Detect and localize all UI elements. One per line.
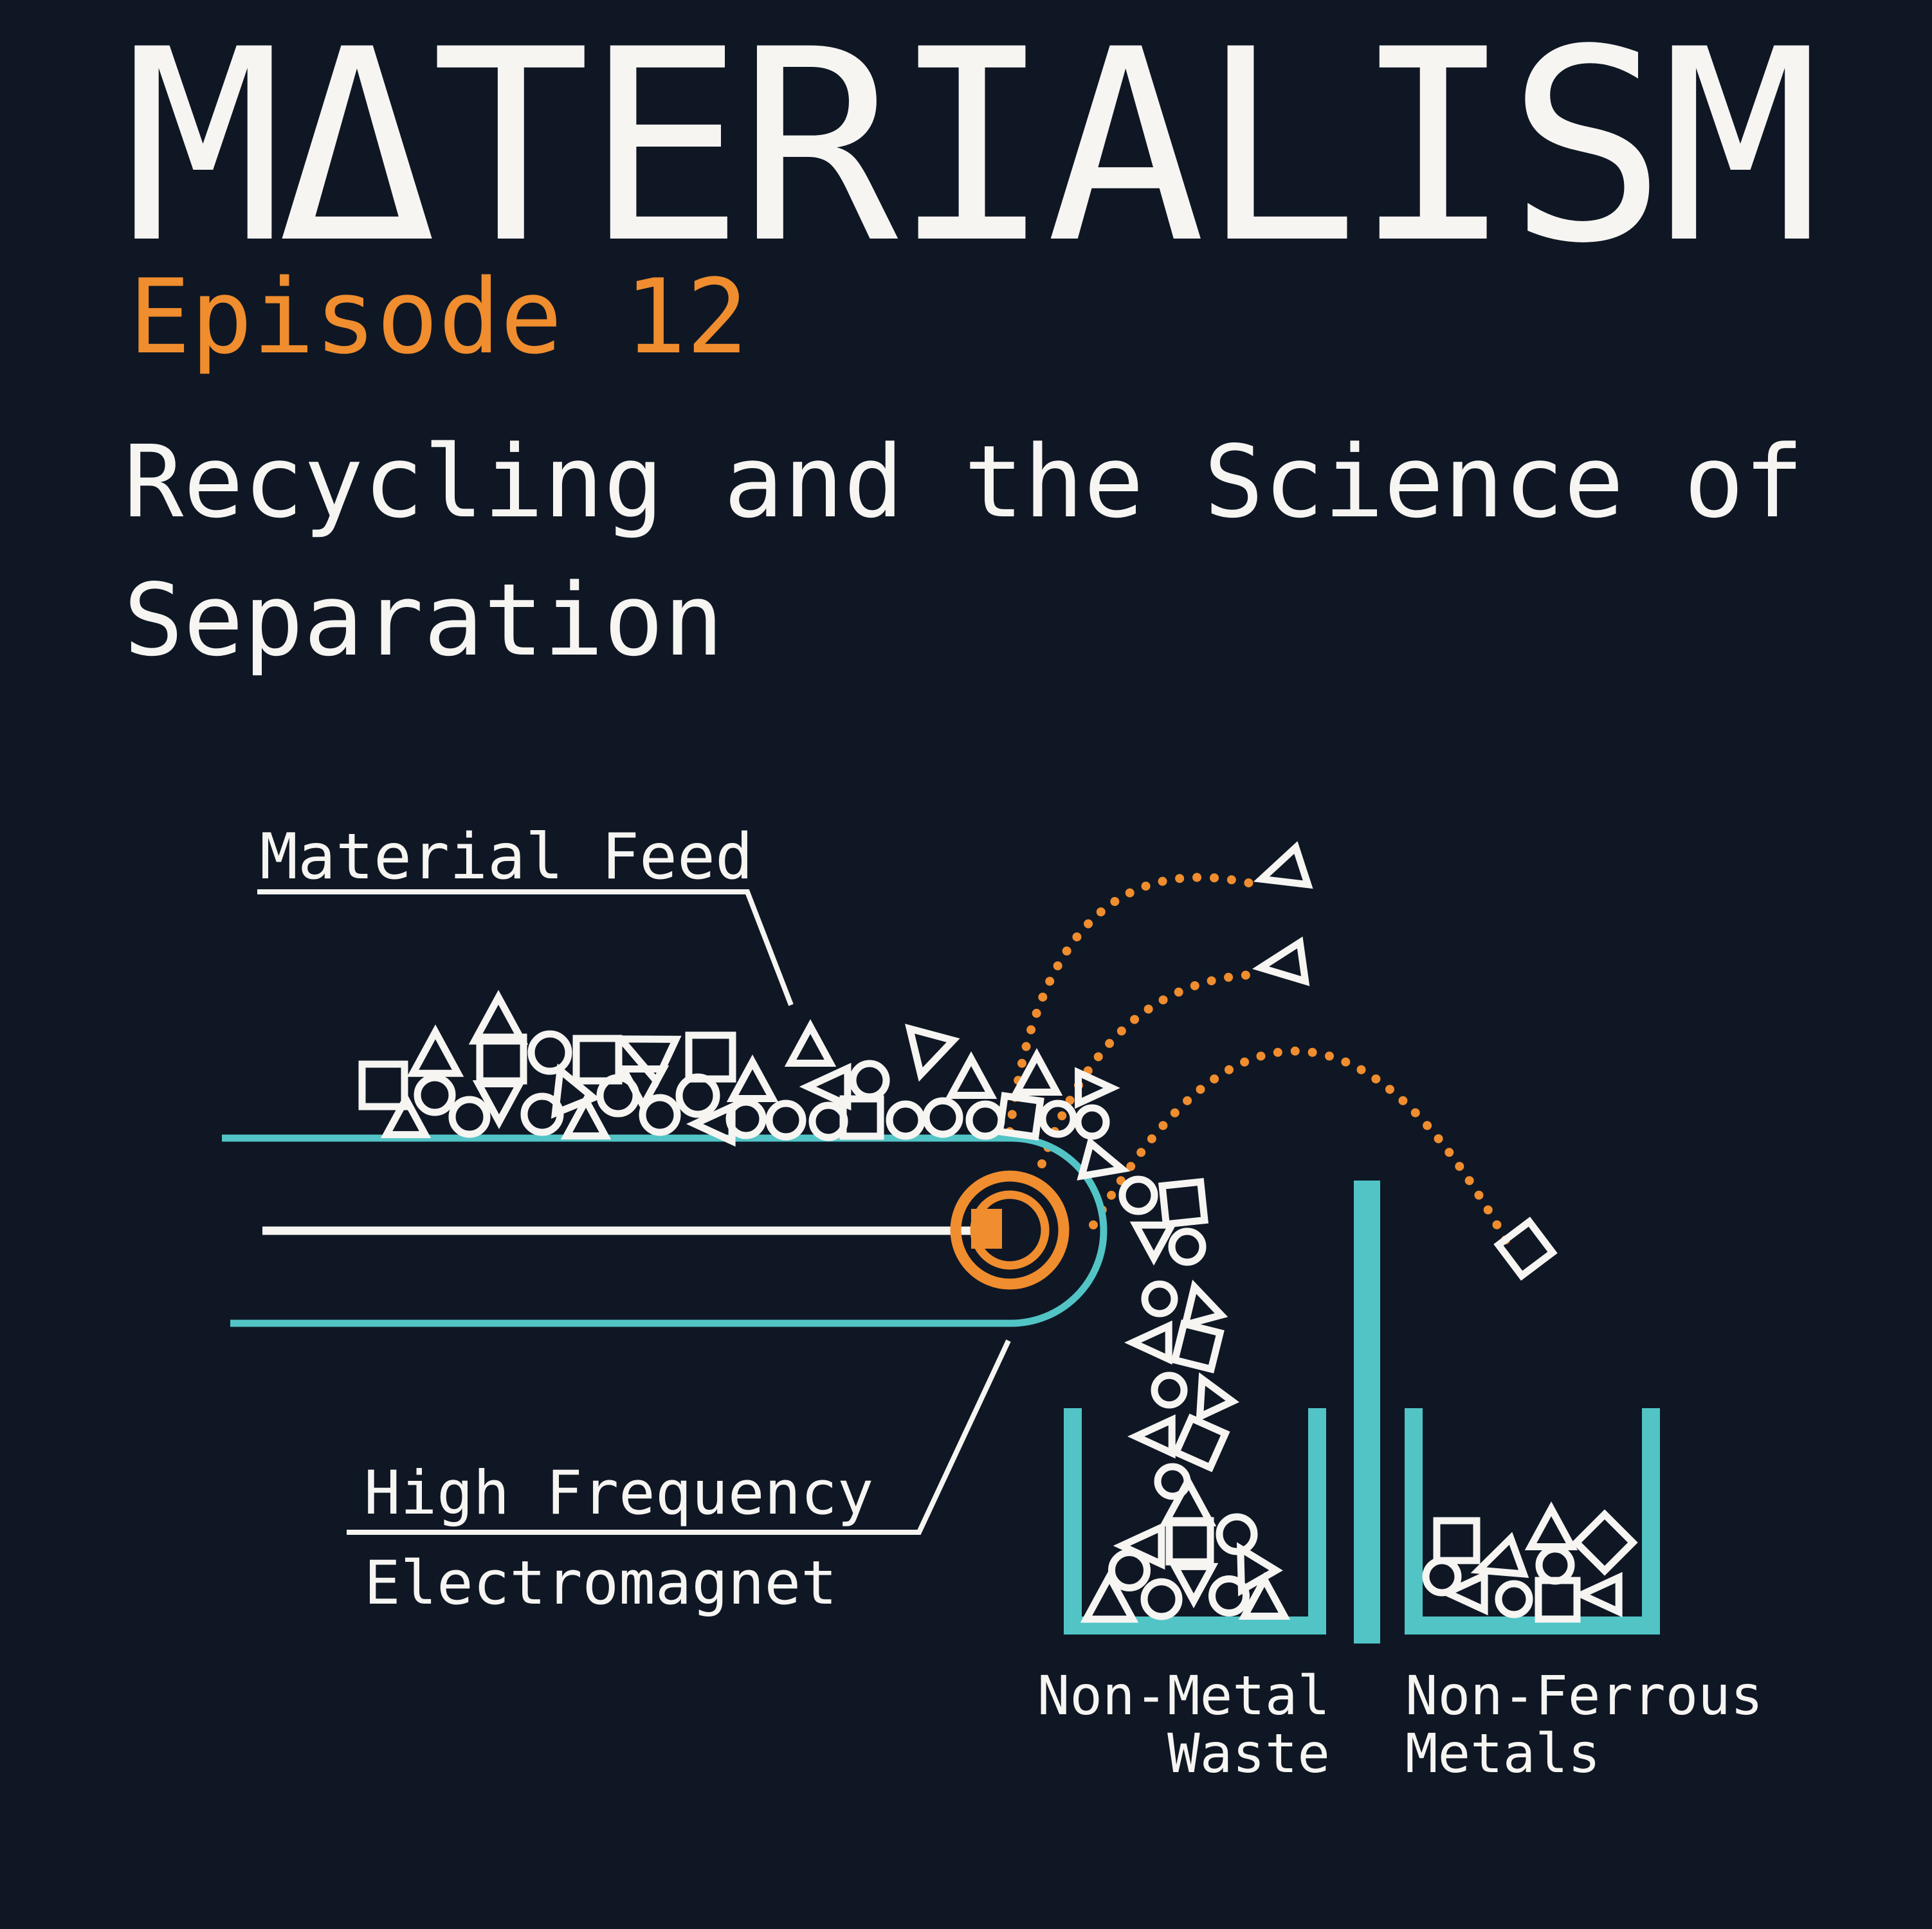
material-shape-c (1074, 1104, 1110, 1140)
material-shape-tu (784, 1019, 837, 1067)
non-metal-waste-label-line2: Waste (1167, 1722, 1330, 1785)
material-shape-tu (560, 1092, 612, 1140)
material-shape-s (1158, 1177, 1209, 1229)
material-shape-c (414, 1074, 456, 1116)
material-shape-tu (406, 1024, 464, 1077)
material-shape-tu (1236, 1542, 1283, 1597)
electromagnet-label-line2: Electromagnet (364, 1548, 837, 1618)
material-shape-s (1171, 1413, 1230, 1472)
non-ferrous-metals-pile (1422, 1501, 1638, 1623)
material-shape-s (1165, 1517, 1214, 1566)
episode-subtitle-line1: Recycling and the Science of (123, 424, 1804, 540)
material-shape-tl (1470, 1532, 1529, 1578)
episode-number: Episode 12 (129, 257, 749, 377)
material-shape-c (922, 1097, 963, 1138)
material-shape-tl (1124, 1320, 1172, 1365)
non-ferrous-metals-bin (1405, 1408, 1660, 1635)
electromagnet-label-line1: High Frequency (364, 1458, 874, 1528)
material-shape-tl (1572, 1571, 1623, 1618)
material-shape-tl (1253, 841, 1313, 889)
material-shape-tu (380, 1091, 432, 1139)
material-shape-tu (945, 1051, 998, 1100)
episode-subtitle-line2: Separation (123, 562, 724, 678)
material-shape-c (675, 1073, 720, 1118)
material-shape-s (572, 1035, 623, 1085)
non-metal-waste-bin (1064, 1408, 1326, 1635)
material-shape-s (685, 1031, 736, 1083)
non-metal-waste-label-line1: Non-Metal (1037, 1664, 1330, 1727)
material-shape-s (1433, 1517, 1481, 1564)
material-shape-d (1571, 1509, 1638, 1576)
non-metal-waste-label: Non-Metal Waste (944, 1667, 1330, 1782)
material-shape-tl (1252, 936, 1310, 986)
material-shape-c (639, 1094, 681, 1136)
material-shape-c (1535, 1545, 1575, 1585)
material-shape-c (849, 1060, 890, 1101)
material-shape-tr (1075, 1067, 1120, 1109)
material-shape-tu (1159, 1474, 1217, 1526)
electromagnet-icon (950, 1170, 1070, 1290)
material-shape-c (1151, 1372, 1188, 1409)
material-feed-leader-line (257, 889, 794, 1006)
material-shape-c (1216, 1513, 1258, 1555)
material-shape-tu (1524, 1501, 1578, 1550)
material-shape-td (1169, 1562, 1219, 1609)
falling-waste-stream (1077, 1136, 1239, 1500)
material-shape-tl (1438, 1570, 1488, 1616)
material-feed-label: Material Feed (260, 820, 754, 894)
material-shape-tu (1080, 1569, 1139, 1623)
material-shape-td (472, 1080, 526, 1129)
ejected-metal-shapes (1252, 841, 1558, 1281)
bin-divider-wall (1354, 1181, 1380, 1644)
material-shape-s (358, 1060, 408, 1110)
material-shape-tu (1196, 1372, 1239, 1423)
material-shape-c (1168, 1227, 1207, 1266)
material-shape-tu (726, 1054, 779, 1103)
material-shape-s (996, 1092, 1044, 1141)
trajectory-arc-1 (1005, 873, 1259, 1136)
material-shape-tl (799, 1062, 852, 1111)
material-shape-d (1493, 1217, 1558, 1281)
material-shape-tr (1077, 1136, 1131, 1181)
material-shape-c (886, 1100, 925, 1140)
material-shape-tu (1180, 1280, 1228, 1330)
show-title: MΔTERIALISM (123, 0, 1820, 302)
non-ferrous-metals-label-line2: Metals (1405, 1722, 1601, 1785)
trajectory-arc-3 (1089, 1046, 1516, 1255)
material-shape-c (765, 1100, 807, 1141)
material-shape-c (1108, 1549, 1151, 1591)
material-shape-s (1171, 1319, 1225, 1373)
electromagnet-leader-line (347, 1339, 1011, 1535)
material-shape-c (1039, 1100, 1077, 1138)
material-shape-c (1140, 1578, 1183, 1620)
material-shape-c (527, 1030, 572, 1075)
material-shape-td (1129, 1221, 1178, 1266)
conveyor-belt-outline (222, 1134, 1107, 1327)
material-shape-td (905, 1024, 960, 1082)
material-shape-c (1495, 1580, 1533, 1618)
trajectory-arc-2 (1037, 970, 1255, 1168)
non-ferrous-metals-label-line1: Non-Ferrous (1405, 1664, 1763, 1727)
magnet-core-block (971, 1209, 1002, 1249)
material-shape-tu (1010, 1047, 1063, 1096)
material-shape-s (1535, 1577, 1581, 1623)
non-metal-waste-pile (1080, 1474, 1291, 1623)
material-shape-tu (1238, 1571, 1291, 1620)
magnet-outer-ring (950, 1170, 1070, 1290)
material-shape-tl (1127, 1414, 1176, 1459)
material-shape-c (1141, 1280, 1178, 1318)
material-shape-c (448, 1096, 491, 1138)
material-shape-tu (468, 990, 529, 1045)
non-ferrous-metals-label: Non-Ferrous Metals (1405, 1667, 1763, 1782)
material-shape-c (1118, 1175, 1158, 1215)
material-shape-td (617, 1065, 670, 1114)
material-feed-pile (358, 990, 1120, 1147)
material-shape-tl (613, 1035, 682, 1088)
material-shape-c (1208, 1575, 1250, 1617)
